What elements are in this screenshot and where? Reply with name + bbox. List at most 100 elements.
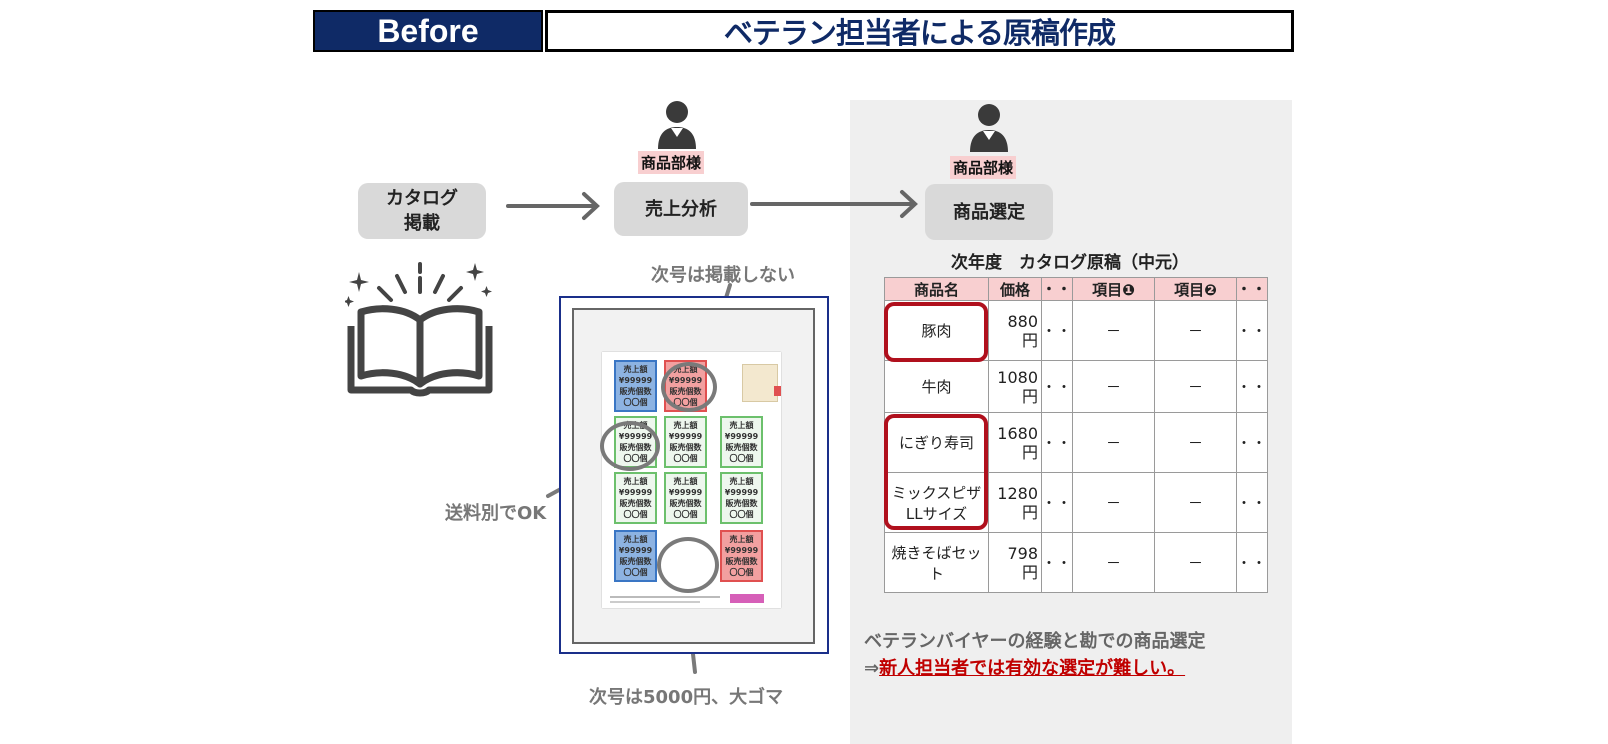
price-unit: 円 (1021, 562, 1038, 582)
arrow-2-head (900, 190, 918, 218)
flyer-slot-text: 販売個数 (725, 557, 758, 566)
flyer-slot-text: 販売個数 (669, 443, 702, 452)
item-2-cell: － (1154, 412, 1237, 473)
annotation-circle-left (600, 421, 660, 471)
before-tag: Before (313, 10, 543, 52)
flyer-slot-text: 販売個数 (725, 443, 758, 452)
flyer-product-slot: 売上額 ¥99999 販売個数〇〇個 (720, 416, 763, 468)
person-icon (658, 101, 696, 149)
table-header-row: 商品名 価格 ・・ 項目❶ 項目❷ ・・ (884, 277, 1268, 301)
col-header-ellipsis: ・・ (1236, 277, 1268, 301)
highlight-selected-product (884, 302, 988, 362)
flyer-slot-text: ¥99999 (668, 432, 703, 441)
flyer-slot-text: 販売個数 (725, 499, 758, 508)
annotation-price-large-slot: 次号は5000円、大ゴマ (589, 687, 784, 708)
flyer-slot-text: 売上額 (673, 477, 698, 486)
item-1-cell: － (1072, 300, 1155, 361)
item-2-cell: － (1154, 472, 1237, 533)
flyer-slot-text: ¥99999 (618, 546, 653, 555)
price-unit: 円 (1021, 442, 1038, 462)
product-name-line2: LLサイズ (905, 504, 968, 523)
annotation-separate-shipping: 送料別でOK (445, 503, 547, 524)
col-header-price: 価格 (988, 277, 1042, 301)
flyer-slot-text: 〇〇個 (623, 398, 648, 407)
annotation-no-next-issue: 次号は掲載しない (651, 265, 795, 286)
ellipsis-cell: ・・ (1236, 532, 1268, 593)
item-2-cell: － (1154, 300, 1237, 361)
price-unit: 円 (1021, 386, 1038, 406)
step-catalog-line2: 掲載 (404, 213, 440, 234)
flyer-slot-text: 販売個数 (619, 499, 652, 508)
item-2-cell: － (1154, 532, 1237, 593)
conclusion-emphasis: 新人担当者では有効な選定が難しい。 (879, 658, 1186, 679)
item-1-cell: － (1072, 532, 1155, 593)
col-header-ellipsis: ・・ (1041, 277, 1073, 301)
step-catalog-publish: カタログ 掲載 (358, 183, 486, 239)
conclusion-arrow: ⇒ (864, 658, 880, 679)
product-name: 豚肉 (884, 300, 989, 361)
ellipsis-cell: ・・ (1041, 300, 1073, 361)
ellipsis-cell: ・・ (1041, 472, 1073, 533)
flyer-slot-text: 〇〇個 (729, 568, 754, 577)
flyer-slot-text: 売上額 (729, 421, 754, 430)
price-value: 798 (1007, 543, 1038, 563)
annotation-circle-top (661, 362, 717, 412)
conclusion: ベテランバイヤーの経験と勘での商品選定 ⇒新人担当者では有効な選定が難しい。 (864, 628, 1205, 682)
product-name-line1: ミックスピザ (891, 483, 982, 502)
flyer-slot-text: 売上額 (623, 365, 648, 374)
flyer-product-slot: 売上額 ¥99999 販売個数〇〇個 (720, 530, 763, 582)
flyer-slot-text: 売上額 (623, 477, 648, 486)
annotation-circle-bottom (657, 537, 719, 593)
flyer-slot-text: 売上額 (623, 535, 648, 544)
flyer-slot-text: 販売個数 (619, 557, 652, 566)
flyer-product-slot: 売上額 ¥99999 販売個数〇〇個 (664, 416, 707, 468)
flyer-slot-text: ¥99999 (618, 376, 653, 385)
flyer-footer-text (610, 596, 720, 598)
ellipsis-cell: ・・ (1236, 472, 1268, 533)
flyer-slot-text: ¥99999 (724, 546, 759, 555)
flyer-slot-text: 〇〇個 (623, 510, 648, 519)
flyer-slot-text: 売上額 (673, 421, 698, 430)
product-name: 焼きそばセット (884, 532, 989, 593)
item-2-cell: － (1154, 360, 1237, 413)
page-title: ベテラン担当者による原稿作成 (545, 10, 1294, 52)
product-name: ミックスピザ LLサイズ (884, 472, 989, 533)
step-sales-analysis: 売上分析 (614, 182, 748, 236)
role-label-product-selection: 商品部様 (950, 156, 1017, 179)
ellipsis-cell: ・・ (1236, 360, 1268, 413)
table-title: 次年度 カタログ原稿（中元） (951, 253, 1189, 273)
ellipsis-cell: ・・ (1041, 532, 1073, 593)
ellipsis-cell: ・・ (1236, 300, 1268, 361)
ellipsis-cell: ・・ (1041, 360, 1073, 413)
flyer-slot-text: ¥99999 (724, 432, 759, 441)
flyer-slot-text: 売上額 (729, 535, 754, 544)
flyer-slot-text: 〇〇個 (673, 454, 698, 463)
item-1-cell: － (1072, 472, 1155, 533)
price-unit: 円 (1021, 330, 1038, 350)
flyer-slot-text: 販売個数 (669, 499, 702, 508)
price-value: 1280 (997, 483, 1038, 503)
col-header-item-2: 項目❷ (1154, 277, 1237, 301)
item-1-cell: － (1072, 360, 1155, 413)
col-header-item-1: 項目❶ (1072, 277, 1155, 301)
role-label-sales-analysis: 商品部様 (638, 151, 705, 174)
conclusion-line1: ベテランバイヤーの経験と勘での商品選定 (864, 631, 1206, 652)
flyer-slot-text: 〇〇個 (729, 510, 754, 519)
person-icon (970, 104, 1008, 152)
flyer-slot-text: 〇〇個 (729, 454, 754, 463)
col-header-product-name: 商品名 (884, 277, 989, 301)
item-1-cell: － (1072, 412, 1155, 473)
ellipsis-cell: ・・ (1236, 412, 1268, 473)
